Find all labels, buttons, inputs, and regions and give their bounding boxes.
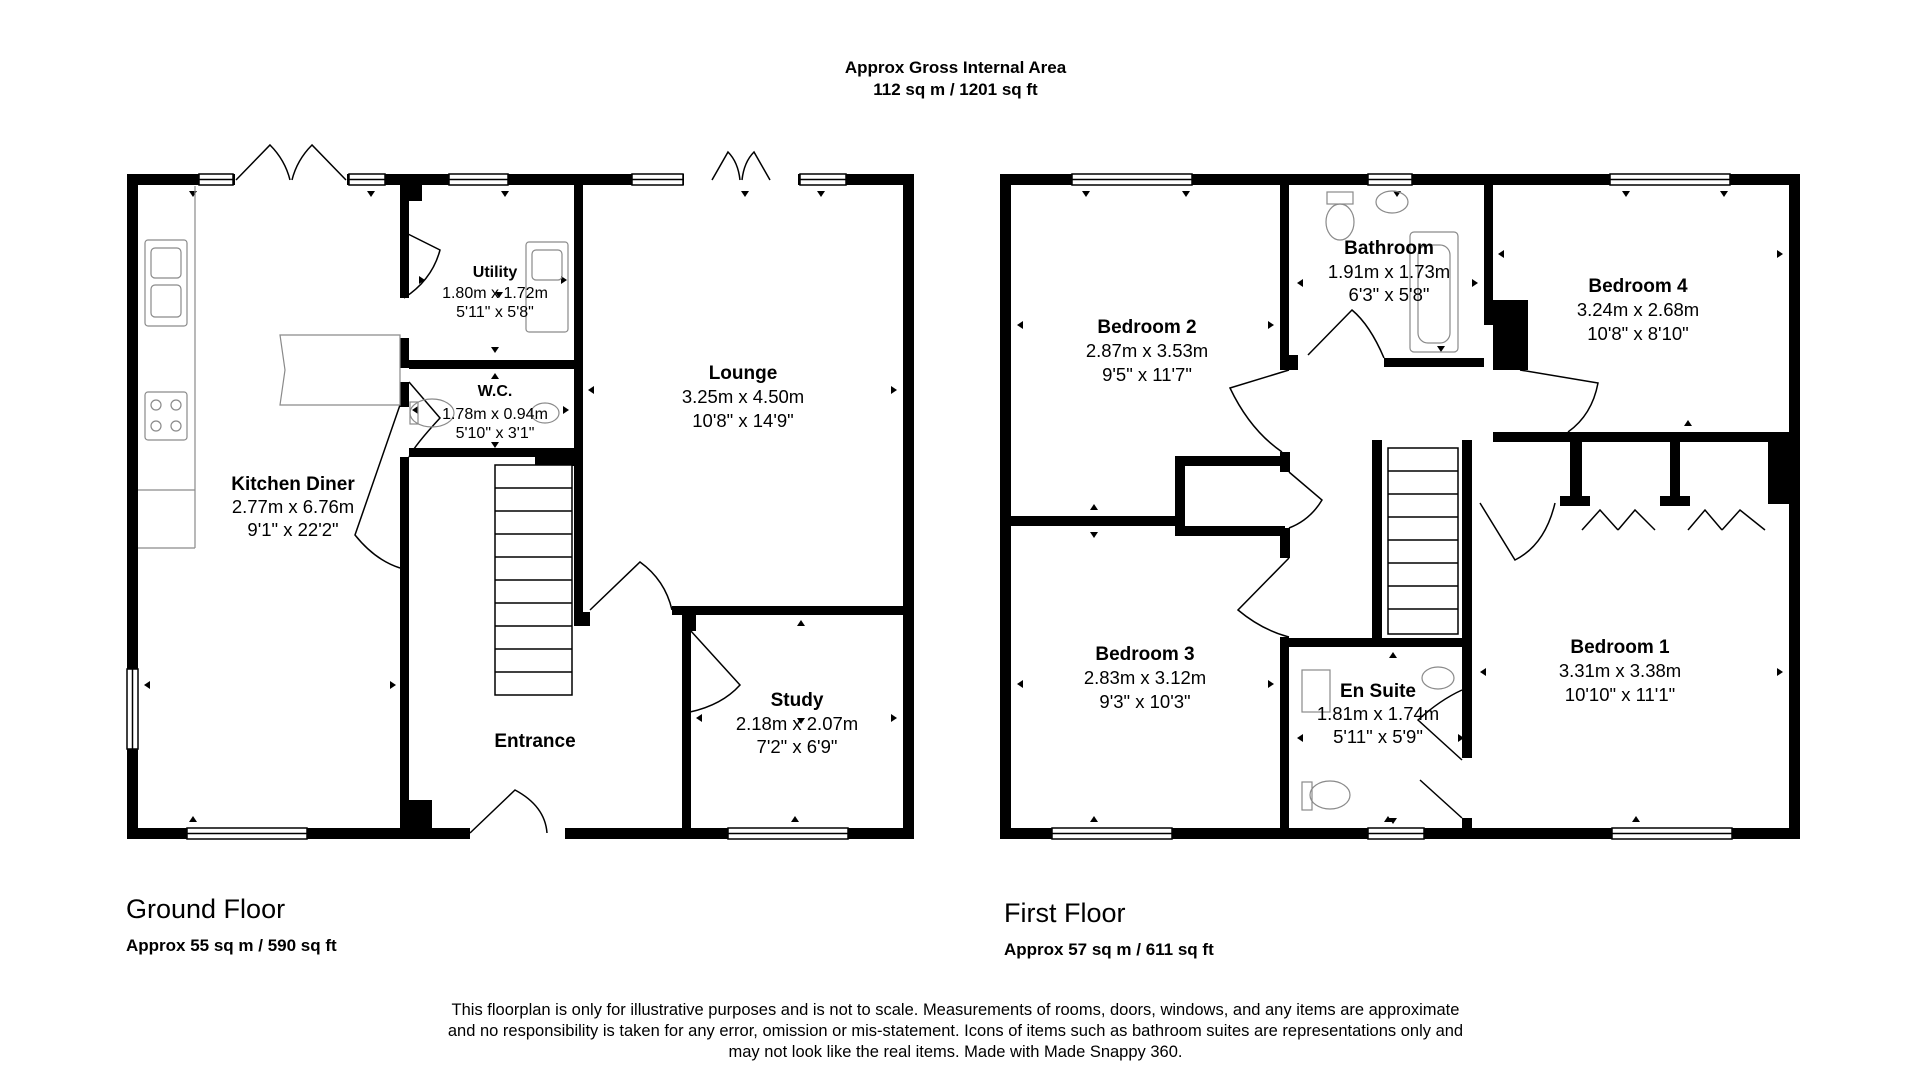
ground-markers: [144, 191, 897, 822]
room-metric-ensuite: 1.81m x 1.74m: [1317, 703, 1439, 724]
room-metric-bedroom2: 2.87m x 3.53m: [1086, 340, 1208, 361]
room-name-bedroom1: Bedroom 1: [1570, 637, 1670, 658]
first-markers: [1017, 191, 1783, 824]
wall: [903, 174, 914, 839]
ground-door-swings: [235, 143, 771, 834]
disclaimer-line-2: and no responsibility is taken for any e…: [447, 1022, 1464, 1040]
first-door-swings: [1228, 308, 1766, 819]
first-floor-title: First Floor: [1004, 898, 1126, 928]
room-name-bedroom3: Bedroom 3: [1095, 644, 1194, 665]
gross-area-value: 112 sq m / 1201 sq ft: [873, 80, 1038, 99]
room-metric-bedroom1: 3.31m x 3.38m: [1559, 660, 1681, 681]
first-floor-area: Approx 57 sq m / 611 sq ft: [1004, 940, 1214, 959]
ground-windows: [126, 173, 849, 840]
room-metric-bedroom4: 3.24m x 2.68m: [1577, 299, 1699, 320]
first-stairs: [1387, 447, 1459, 635]
ground-stairs: [494, 464, 573, 696]
room-imperial-bedroom2: 9'5" x 11'7": [1102, 364, 1192, 385]
room-imperial-study: 7'2" x 6'9": [757, 736, 838, 757]
room-name-lounge: Lounge: [709, 363, 778, 384]
room-imperial-lounge: 10'8" x 14'9": [692, 410, 793, 431]
room-imperial-utility: 5'11" x 5'8": [456, 304, 534, 321]
room-metric-bathroom: 1.91m x 1.73m: [1328, 261, 1450, 282]
room-name-ensuite: En Suite: [1340, 681, 1416, 702]
room-metric-bedroom3: 2.83m x 3.12m: [1084, 667, 1206, 688]
bath-fixtures: [1301, 190, 1459, 811]
room-name-utility: Utility: [473, 264, 518, 281]
room-metric-kitchen: 2.77m x 6.76m: [232, 496, 354, 517]
ground-floor-area: Approx 55 sq m / 590 sq ft: [126, 936, 337, 955]
room-name-kitchen: Kitchen Diner: [231, 474, 355, 495]
room-name-bathroom: Bathroom: [1344, 238, 1434, 259]
wall: [127, 174, 138, 839]
room-imperial-bedroom3: 9'3" x 10'3": [1099, 691, 1190, 712]
kitchen-fixtures: [138, 186, 569, 549]
room-imperial-bedroom1: 10'10" x 11'1": [1565, 684, 1675, 705]
room-imperial-bedroom4: 10'8" x 8'10": [1587, 323, 1688, 344]
room-name-bedroom4: Bedroom 4: [1588, 276, 1688, 297]
ground-floor-title: Ground Floor: [126, 894, 286, 924]
room-name-wc: W.C.: [478, 383, 513, 400]
room-metric-lounge: 3.25m x 4.50m: [682, 386, 804, 407]
wall: [127, 174, 913, 185]
room-imperial-kitchen: 9'1" x 22'2": [247, 519, 338, 540]
room-name-bedroom2: Bedroom 2: [1097, 317, 1196, 338]
room-name-entrance: Entrance: [494, 731, 575, 752]
disclaimer-line-3: may not look like the real items. Made w…: [728, 1043, 1183, 1061]
room-metric-wc: 1.78m x 0.94m: [442, 406, 548, 423]
room-imperial-ensuite: 5'11" x 5'9": [1333, 726, 1423, 747]
first-windows: [1051, 173, 1733, 840]
disclaimer-line-1: This floorplan is only for illustrative …: [451, 1001, 1460, 1019]
room-name-study: Study: [771, 690, 824, 711]
room-imperial-bathroom: 6'3" x 5'8": [1349, 284, 1430, 305]
room-metric-utility: 1.80m x 1.72m: [442, 285, 548, 302]
room-metric-study: 2.18m x 2.07m: [736, 713, 858, 734]
gross-area-label: Approx Gross Internal Area: [844, 58, 1067, 77]
room-imperial-wc: 5'10" x 3'1": [456, 425, 535, 442]
